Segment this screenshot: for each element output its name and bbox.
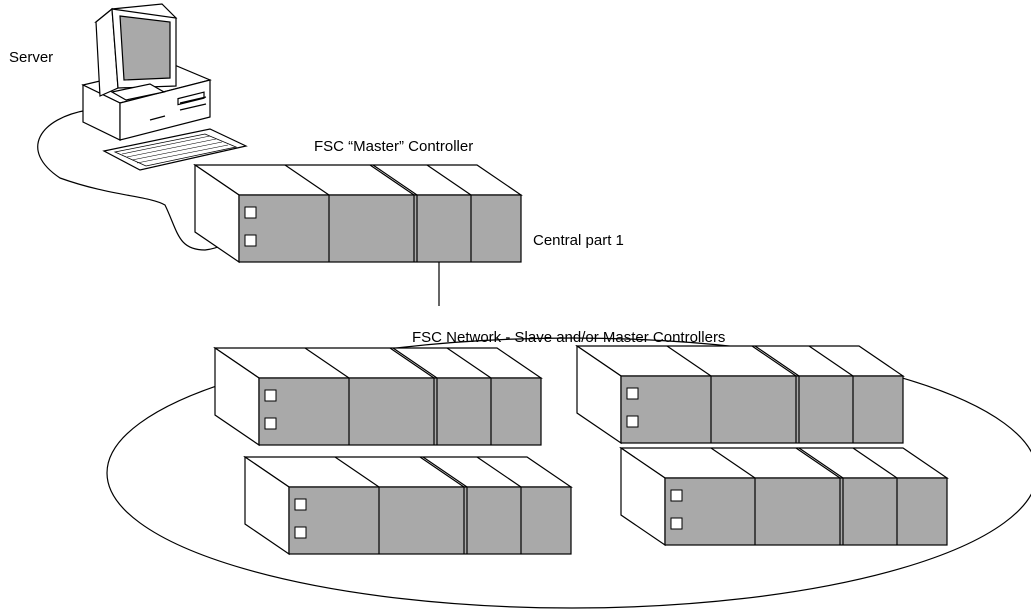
monitor-stand [110,83,166,101]
rack-front [288,486,572,555]
server-label: Server [9,49,53,66]
module-divider-top [852,447,898,479]
rack-front [258,377,542,446]
fsc-network-boundary [106,337,1031,609]
rack-top [619,447,949,479]
indicator-square [670,517,683,530]
module-divider-top [419,456,465,488]
module-divider-top [284,164,330,196]
module-divider-top [795,447,841,479]
module-divider-top [446,347,492,379]
system-unit-front [119,79,211,141]
indicator-square [294,498,307,511]
indicator-square [244,206,257,219]
rack-front [620,375,904,444]
indicator-square [670,489,683,502]
module-divider-top [666,345,712,377]
network-controller-3 [243,455,573,556]
master-controller-label: FSC “Master” Controller [314,138,473,155]
module-divider-top [751,345,797,377]
monitor-screen [119,15,171,81]
indicator-square [626,415,639,428]
server-computer-icon [37,3,248,251]
rack-top [193,164,523,196]
master-controller [193,163,523,264]
module-divider-top [476,456,522,488]
indicator-square [264,389,277,402]
module-divider-top [426,164,472,196]
network-controller-1 [213,346,543,447]
rack-front [238,194,522,263]
rack-front [664,477,948,546]
indicator-square [626,387,639,400]
indicator-square [294,526,307,539]
server-cable [37,109,244,251]
module-divider-top [304,347,350,379]
rack-top [213,347,543,379]
module-divider-top [710,447,756,479]
module-divider-top [369,164,415,196]
rack-top [575,345,905,377]
module-divider-top [334,456,380,488]
central-part-label: Central part 1 [533,232,624,249]
indicator-square [264,417,277,430]
module-divider-top [808,345,854,377]
rack-top [243,456,573,488]
module-divider-top [389,347,435,379]
keyboard [102,128,248,171]
network-controller-4 [619,446,949,547]
network-controller-2 [575,344,905,445]
indicator-square [244,234,257,247]
